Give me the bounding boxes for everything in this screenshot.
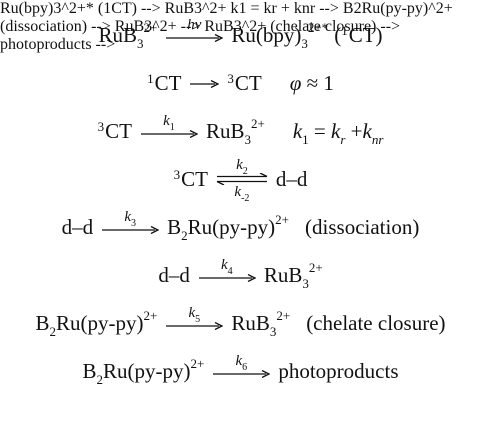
right-arrow-icon xyxy=(166,322,224,330)
product: Ru(bpy)32+* xyxy=(231,20,329,51)
reactant: RuB32+ xyxy=(98,20,158,51)
reaction-arrow: hν xyxy=(165,17,224,42)
reactant: 3CT xyxy=(97,118,132,143)
process-note: (dissociation) xyxy=(305,215,420,239)
right-arrow-icon xyxy=(102,226,160,234)
scheme-line-isc: 1CT 3CT φ ≈ 1 xyxy=(0,54,481,94)
reaction-arrow: k3 xyxy=(101,209,160,234)
reaction-arrow: k6 xyxy=(212,353,271,378)
reverse-label: k-2 xyxy=(234,184,250,204)
arrow-label: k1 xyxy=(163,113,175,133)
right-arrow-icon xyxy=(190,80,220,88)
quantum-yield: φ ≈ 1 xyxy=(289,71,334,95)
reactant: d–d xyxy=(158,263,190,287)
rate-constant-equation: k1 = kr +knr xyxy=(292,119,384,147)
scheme-line-photoproducts: B2Ru(py-py)2+ k6 photoproducts xyxy=(0,342,481,387)
scheme-line-dissociation: d–d k3 B2Ru(py-py)2+ (dissociation) xyxy=(0,198,481,243)
reaction-arrow: k4 xyxy=(198,258,256,282)
product: photoproducts xyxy=(278,359,399,383)
equilibrium-arrow: k2 k-2 xyxy=(216,157,268,204)
reactant: d–d xyxy=(61,215,94,239)
reactant: B2Ru(py-py)2+ xyxy=(82,356,205,387)
scheme-line-equilibrium: 3CT k2 k-2 d–d xyxy=(0,150,481,204)
product: RuB32+ xyxy=(205,116,265,147)
product: RuB32+ xyxy=(231,308,291,339)
scheme-line-decay: 3CT k1 RuB32+ k1 = kr +knr xyxy=(0,102,481,147)
reaction-arrow xyxy=(189,80,220,88)
product: d–d xyxy=(275,167,308,191)
arrow-label: k6 xyxy=(235,353,248,373)
right-arrow-icon xyxy=(166,34,224,42)
arrow-label: k3 xyxy=(124,209,136,229)
right-arrow-icon xyxy=(198,274,256,282)
product: RuB32+ xyxy=(263,260,323,291)
product: 3CT xyxy=(227,70,262,95)
process-note: (chelate closure) xyxy=(306,311,446,335)
reactant: B2Ru(py-py)2+ xyxy=(35,308,158,339)
scheme-line-excitation: RuB32+ hν Ru(bpy)32+* (1CT) xyxy=(0,6,481,51)
reactant: 3CT xyxy=(173,166,208,191)
reaction-arrow: k5 xyxy=(165,305,224,330)
right-arrow-icon xyxy=(213,370,271,378)
product: B2Ru(py-py)2+ xyxy=(167,212,290,243)
equilibrium-arrows-icon xyxy=(216,173,268,185)
scheme-line-relaxation: d–d k4 RuB32+ xyxy=(0,246,481,291)
arrow-label: k4 xyxy=(220,257,233,277)
reactant: 1CT xyxy=(147,70,182,95)
state-note: (1CT) xyxy=(334,22,383,47)
arrow-label: k5 xyxy=(188,305,201,325)
scheme-line-chelate-closure: B2Ru(py-py)2+ k5 RuB32+ (chelate closure… xyxy=(0,294,481,339)
right-arrow-icon xyxy=(140,130,198,138)
arrow-label: hν xyxy=(187,17,202,33)
forward-label: k2 xyxy=(236,157,248,177)
reaction-arrow: k1 xyxy=(140,114,198,138)
